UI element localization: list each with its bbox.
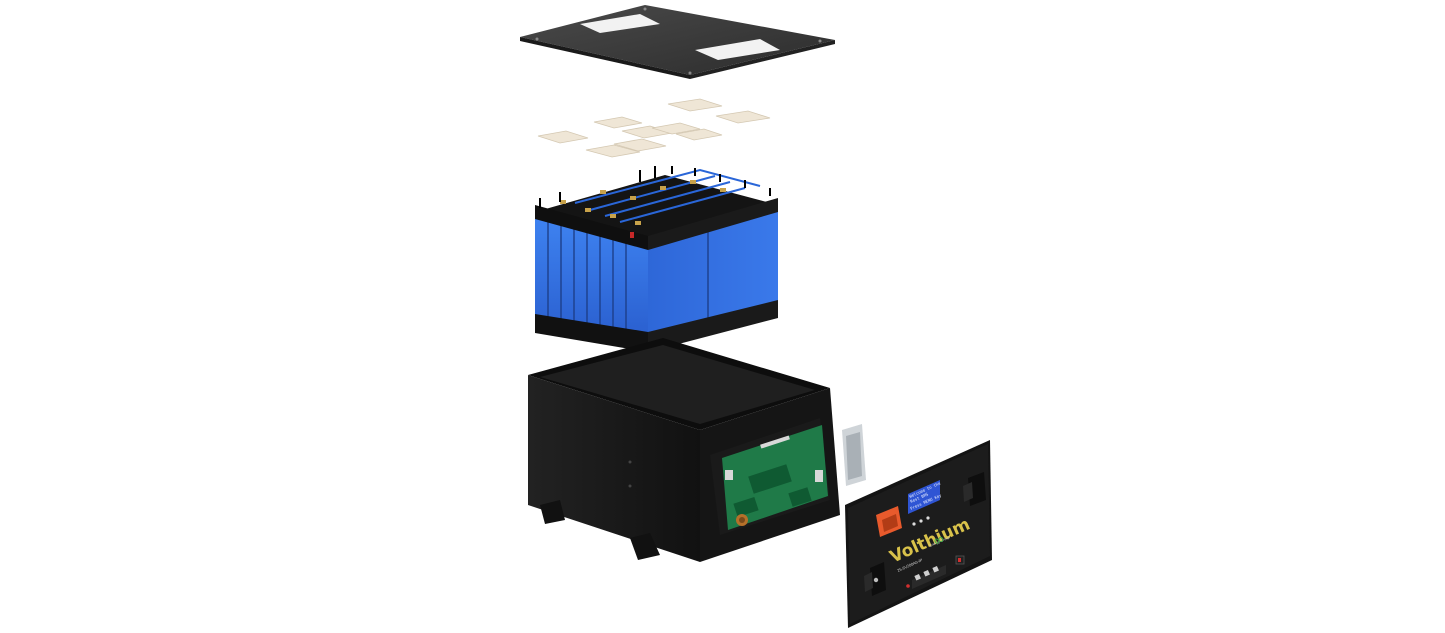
- terminal-connectors[interactable]: [864, 472, 986, 596]
- battery-lid: [520, 5, 835, 79]
- lid-label-2: [695, 39, 780, 60]
- communication-ports[interactable]: [912, 565, 946, 589]
- cell-spacers: [537, 98, 771, 158]
- menu-buttons[interactable]: [912, 516, 930, 526]
- status-led: [906, 584, 910, 588]
- cell-pack: [535, 166, 778, 352]
- power-switch[interactable]: [876, 506, 902, 537]
- bms-board: [710, 418, 866, 535]
- lid-label-1: [580, 14, 660, 33]
- front-panel: Welcome to the Rest BMS Press MENU Key V…: [845, 440, 992, 628]
